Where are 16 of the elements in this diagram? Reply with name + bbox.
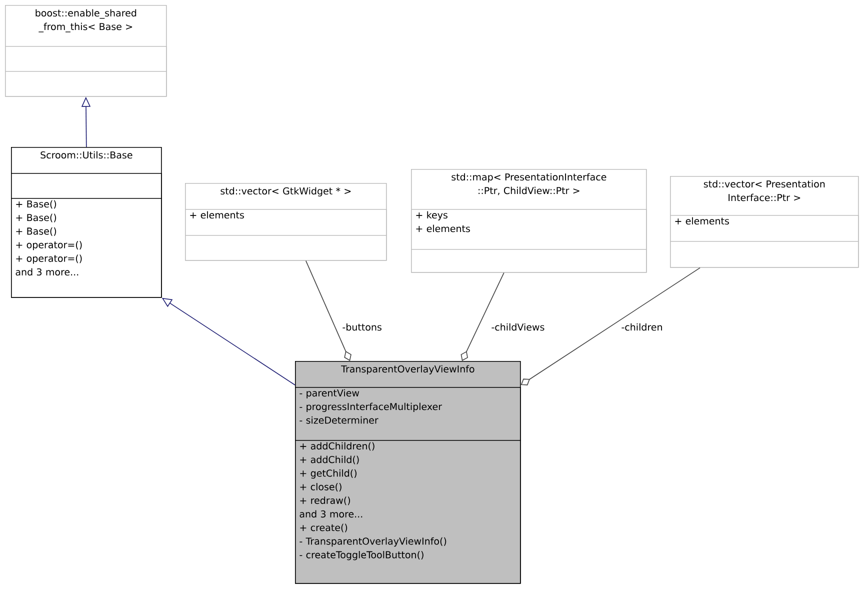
member-list: - parentView - progressInterfaceMultiplexer - sizeDeterminer xyxy=(295,387,521,441)
compartment xyxy=(670,241,859,268)
member-list: + keys + elements xyxy=(411,209,647,250)
member-list: + elements xyxy=(670,215,859,242)
member-list: + elements xyxy=(185,209,387,236)
compartment xyxy=(411,249,647,273)
compartment xyxy=(185,235,387,261)
edge-label: -buttons xyxy=(341,322,383,332)
aggregation-line xyxy=(520,267,700,386)
edge-label: -childViews xyxy=(490,322,546,332)
compartment xyxy=(11,173,162,199)
aggregation-line xyxy=(460,272,504,361)
compartment xyxy=(5,71,167,97)
aggregation-line xyxy=(306,260,352,361)
compartment xyxy=(5,46,167,72)
edge-label: -children xyxy=(620,322,664,332)
